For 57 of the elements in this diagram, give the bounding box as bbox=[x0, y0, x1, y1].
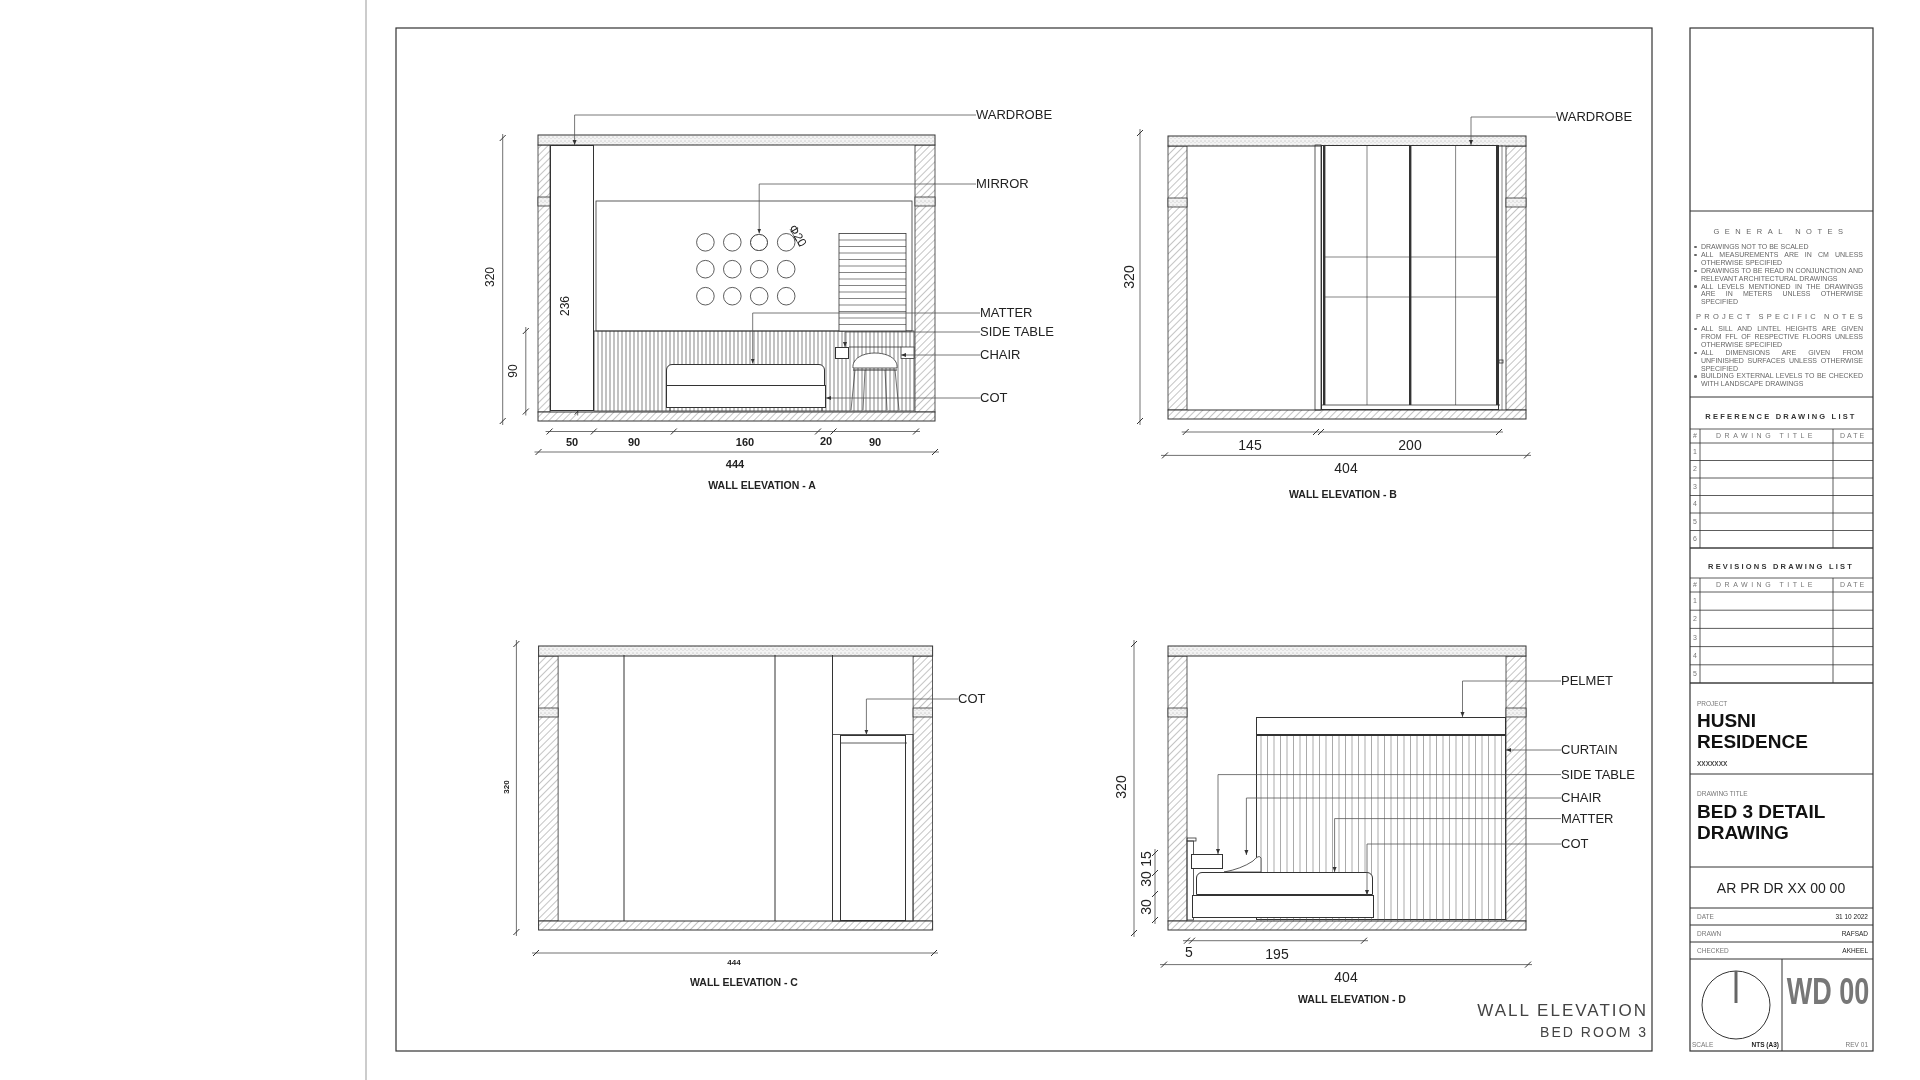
drawing-number: AR PR DR XX 00 00 bbox=[1716, 879, 1846, 897]
side-table bbox=[1191, 854, 1223, 869]
cot-panel bbox=[839, 734, 906, 921]
dimension-label: 50 bbox=[565, 435, 579, 449]
dimension-label: 404 bbox=[1334, 459, 1358, 477]
sheet-title: WALL ELEVATION bbox=[1477, 1001, 1648, 1021]
callout-label: MATTER bbox=[980, 305, 1033, 321]
dimension-label: 30 bbox=[1137, 871, 1155, 887]
drawing-title: WALL ELEVATION - A bbox=[708, 478, 816, 492]
callout-label: MATTER bbox=[1561, 810, 1614, 827]
dimension-label: 404 bbox=[1334, 968, 1358, 986]
callout-label: COT bbox=[1561, 836, 1589, 852]
project-name: HUSNI RESIDENCE bbox=[1697, 710, 1809, 753]
callout-label: CHAIR bbox=[980, 347, 1021, 363]
sheet-number: WD 00 bbox=[1786, 971, 1870, 1013]
drawing-title: WALL ELEVATION - B bbox=[1289, 487, 1397, 501]
cot-base bbox=[666, 385, 826, 408]
callout-label: MIRROR bbox=[976, 176, 1029, 192]
callout-label: COT bbox=[958, 691, 986, 707]
round-mirror bbox=[750, 233, 768, 252]
dimension-label: 20 bbox=[819, 434, 833, 448]
mattress bbox=[666, 363, 825, 386]
side-table bbox=[835, 347, 849, 359]
callout-label: PELMET bbox=[1561, 673, 1613, 689]
dimension-label: 90 bbox=[627, 435, 641, 449]
sheet-subtitle: BED ROOM 3 bbox=[1540, 1023, 1648, 1041]
drawing-name: BED 3 DETAIL DRAWING bbox=[1697, 801, 1827, 844]
dimension-label: 200 bbox=[1398, 436, 1422, 454]
dimension-label: 195 bbox=[1265, 945, 1289, 963]
dimension-label: 90 bbox=[868, 435, 882, 449]
dimension-label: 320 bbox=[502, 780, 512, 794]
callout-label: WARDROBE bbox=[1556, 109, 1633, 125]
dimension-label: 236 bbox=[559, 296, 573, 316]
callout-label: WARDROBE bbox=[976, 107, 1053, 123]
pelmet bbox=[1256, 717, 1506, 735]
dimension-label: 90 bbox=[507, 364, 521, 378]
dimension-label: 320 bbox=[484, 267, 498, 287]
wardrobe bbox=[1321, 145, 1499, 410]
dimension-label: 160 bbox=[735, 435, 755, 449]
dimension-label: 15 bbox=[1137, 851, 1155, 867]
dimension-label: 145 bbox=[1238, 436, 1262, 454]
dimension-label: 320 bbox=[1112, 775, 1130, 799]
pillow-drawing bbox=[1223, 855, 1263, 872]
wardrobe-panel bbox=[550, 145, 594, 411]
callout-label: COT bbox=[980, 390, 1008, 406]
callout-label: CURTAIN bbox=[1561, 742, 1618, 758]
callout-label: SIDE TABLE bbox=[1561, 766, 1635, 783]
callout-label: SIDE TABLE bbox=[980, 324, 1054, 340]
dimension-label: 5 bbox=[1185, 943, 1193, 961]
dimension-label: 444 bbox=[727, 958, 741, 968]
dimension-label: 30 bbox=[1137, 899, 1155, 915]
dimension-label: 444 bbox=[725, 457, 745, 471]
cot-base bbox=[1192, 895, 1374, 918]
callout-label: CHAIR bbox=[1561, 790, 1602, 806]
drawing-title: WALL ELEVATION - C bbox=[690, 975, 798, 989]
drawing-title: WALL ELEVATION - D bbox=[1298, 992, 1406, 1006]
dimension-label: 320 bbox=[1120, 265, 1138, 289]
